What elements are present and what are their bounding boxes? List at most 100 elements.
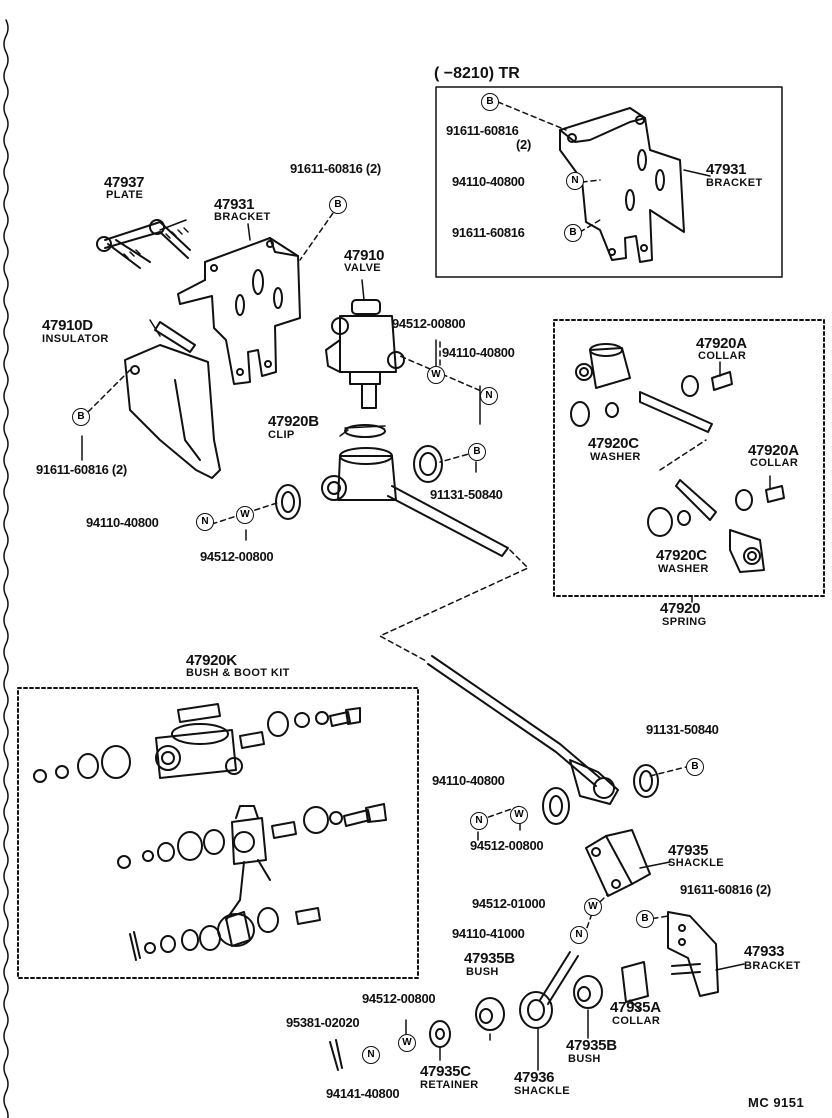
ref-tr-bolt-top: 91611-60816 <box>446 123 519 138</box>
ref-nut-10: 94110-41000 <box>452 926 525 941</box>
part-name-spring: SPRING <box>662 616 707 628</box>
bush-kit-parts <box>33 703 387 961</box>
collar-35a-shape <box>621 961 649 1003</box>
callout-n: N <box>196 513 214 531</box>
callout-n: N <box>566 172 584 190</box>
part-number-collar-a2: 47920A <box>748 442 799 459</box>
ref-nut-left: 94110-40800 <box>86 515 159 530</box>
illustration-code: MC 9151 <box>748 1095 805 1110</box>
bush-b2-shape <box>573 975 603 1009</box>
part-name-collar-a1: COLLAR <box>698 350 747 362</box>
callout-w: W <box>510 806 528 824</box>
callout-n: N <box>470 812 488 830</box>
plate-shape <box>96 219 191 269</box>
ref-nut-valve: 94110-40800 <box>442 345 515 360</box>
part-number-insulator: 47910D <box>42 317 93 334</box>
part-number-retainer: 47935C <box>420 1063 471 1080</box>
part-name-plate: PLATE <box>106 189 144 201</box>
gasket-mid <box>542 787 570 825</box>
cable-shape <box>427 655 619 805</box>
ref-washer-valve: 94512-00800 <box>392 316 466 331</box>
callout-b: B <box>636 910 654 928</box>
tr-variant-frame <box>435 86 783 278</box>
part-name-bush-kit: BUSH & BOOT KIT <box>186 667 290 679</box>
part-number-bush-kit: 47920K <box>186 652 237 669</box>
gasket-left <box>275 484 301 520</box>
page-edge-wave <box>3 19 9 1118</box>
part-name-bracket-tr: BRACKET <box>706 177 763 189</box>
part-number-collar-a1: 47920A <box>696 335 747 352</box>
callout-n: N <box>570 926 588 944</box>
ref-nut-mid: 94110-40800 <box>432 773 505 788</box>
ref-bolt-upper: 91611-60816 (2) <box>290 161 381 176</box>
callout-b: B <box>72 408 90 426</box>
part-number-spring: 47920 <box>660 600 701 617</box>
valve-shape <box>325 299 405 409</box>
bush-kit-frame <box>17 687 419 979</box>
callout-n: N <box>362 1046 380 1064</box>
bush-b1-shape <box>475 997 505 1031</box>
callout-b: B <box>564 224 582 242</box>
part-name-collar-a2: COLLAR <box>750 457 799 469</box>
part-name-bracket-main: BRACKET <box>214 211 271 223</box>
ref-gasket-low: 91131-50840 <box>646 722 719 737</box>
part-name-bush-b1: BUSH <box>466 966 499 978</box>
ref-nut-bottom: 94141-40800 <box>326 1086 400 1101</box>
gasket-low <box>633 764 659 798</box>
part-number-collar-35a: 47935A <box>610 999 661 1016</box>
clip-shape <box>344 424 386 438</box>
spring-parts <box>570 343 785 573</box>
callout-b: B <box>686 758 704 776</box>
ref-tr-bolt-top-qty: (2) <box>516 137 531 152</box>
ref-washer-mid: 94512-00800 <box>470 838 544 853</box>
retainer-shape <box>429 1020 451 1048</box>
part-number-valve: 47910 <box>344 247 385 264</box>
pin-shape <box>329 1039 343 1071</box>
callout-w: W <box>427 366 445 384</box>
part-name-collar-35a: COLLAR <box>612 1015 661 1027</box>
gasket-right <box>413 445 443 483</box>
part-number-clip: 47920B <box>268 413 319 430</box>
callout-w: W <box>398 1034 416 1052</box>
part-name-washer-c2: WASHER <box>658 563 709 575</box>
part-name-retainer: RETAINER <box>420 1079 479 1091</box>
tr-bracket-shape <box>559 107 685 263</box>
ref-bolt-insulator: 91611-60816 (2) <box>36 462 127 477</box>
insulator-shape <box>124 321 221 479</box>
part-number-bracket-low: 47933 <box>744 943 785 960</box>
part-name-washer-c1: WASHER <box>590 451 641 463</box>
part-name-valve: VALVE <box>344 262 382 274</box>
ref-pin: 95381-02020 <box>286 1015 360 1030</box>
shackle-low-shape <box>539 951 579 1005</box>
leader-lines <box>81 101 707 937</box>
part-number-washer-c2: 47920C <box>656 547 707 564</box>
part-name-shackle-top: SHACKLE <box>668 857 724 869</box>
callout-w: W <box>236 506 254 524</box>
ref-tr-bolt-low: 91611-60816 <box>452 225 525 240</box>
part-number-bush-b2: 47935B <box>566 1037 617 1054</box>
callout-b: B <box>468 443 486 461</box>
shackle-top-shape <box>585 829 651 897</box>
ref-tr-nut: 94110-40800 <box>452 174 525 189</box>
part-number-bracket-main: 47931 <box>214 196 255 213</box>
part-number-shackle-top: 47935 <box>668 842 709 859</box>
part-number-bush-b1: 47935B <box>464 950 515 967</box>
part-name-bracket-low: BRACKET <box>744 960 801 972</box>
callout-n: N <box>480 387 498 405</box>
part-name-insulator: INSULATOR <box>42 333 109 345</box>
part-number-plate: 47937 <box>104 174 145 191</box>
ref-washer-left: 94512-00800 <box>200 549 274 564</box>
ref-washer-10: 94512-01000 <box>472 896 546 911</box>
part-name-clip: CLIP <box>268 429 295 441</box>
bracket-low-shape <box>667 911 719 997</box>
part-number-bracket-tr: 47931 <box>706 161 747 178</box>
variant-header: ( −8210) TR <box>434 65 520 82</box>
leader-lines-solid <box>81 169 771 1071</box>
part-number-shackle-low: 47936 <box>514 1069 555 1086</box>
callout-b: B <box>329 196 347 214</box>
part-name-shackle-low: SHACKLE <box>514 1085 570 1097</box>
ref-bolt-bracket: 91611-60816 (2) <box>680 882 771 897</box>
valve-body-shape <box>321 447 509 557</box>
